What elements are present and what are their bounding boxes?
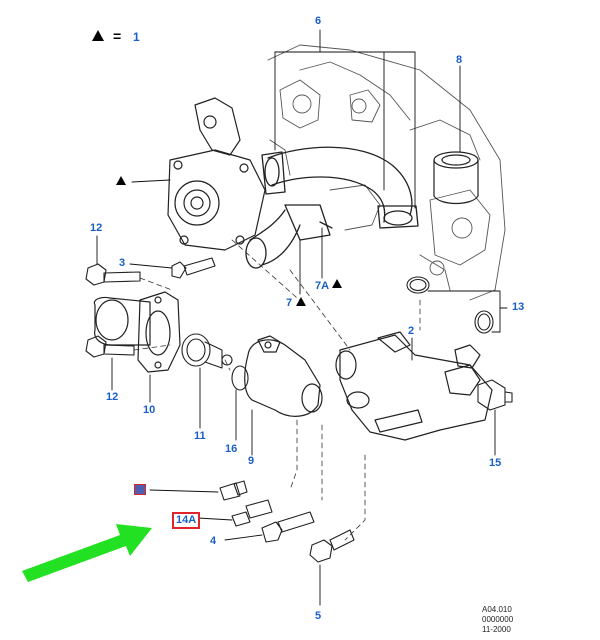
reference-line-2: 0000000 — [482, 615, 514, 624]
part-7-elbow-hose — [245, 204, 333, 269]
callout-5: 5 — [315, 610, 322, 622]
callout-10: 10 — [143, 404, 156, 416]
callout-7a: 7A — [315, 280, 330, 292]
callout-16: 16 — [225, 443, 238, 455]
highlight-box-filled — [134, 484, 146, 495]
callout-8: 8 — [456, 54, 463, 66]
callout-6: 6 — [315, 15, 322, 27]
part-16-gasket — [231, 365, 249, 391]
part-8-sleeve — [433, 151, 479, 205]
callout-3: 3 — [119, 257, 126, 269]
leader-lines — [96, 29, 508, 606]
callout-14a-highlight: 14A — [172, 512, 201, 529]
legend-triangle-icon — [92, 30, 104, 41]
drawing-reference: A04.010 0000000 11-2000 — [482, 605, 513, 635]
marker-triangle-icon — [116, 176, 126, 185]
callout-7: 7 — [286, 297, 293, 309]
part-3-bolt — [171, 257, 216, 279]
callout-13: 13 — [512, 301, 525, 313]
callout-9: 9 — [248, 455, 255, 467]
marker-triangle-icon — [332, 279, 342, 288]
water-pump-assembly — [167, 97, 266, 251]
reference-line-1: A04.010 — [482, 605, 512, 614]
legend-equals: = — [113, 28, 122, 44]
part-14-stud — [219, 480, 248, 501]
assembly-dashed-lines — [133, 239, 421, 541]
marker-triangle-icon — [296, 297, 306, 306]
part-13-o-rings — [406, 276, 494, 334]
callout-12-upper: 12 — [90, 222, 103, 234]
part-6-coolant-hose — [261, 146, 419, 229]
callout-4: 4 — [210, 535, 217, 547]
part-9-cover — [244, 335, 323, 417]
part-11-thermostat — [181, 333, 233, 369]
callout-11: 11 — [194, 430, 206, 442]
legend-value: 1 — [133, 30, 140, 44]
part-2-coolant-outlet — [335, 331, 493, 441]
part-14a-stud — [231, 499, 273, 527]
engine-block-outline — [267, 44, 506, 301]
part-10-housing — [93, 291, 181, 373]
reference-line-3: 11-2000 — [482, 625, 511, 634]
part-4-bolt — [261, 511, 315, 543]
callout-15: 15 — [489, 457, 502, 469]
callout-2: 2 — [408, 325, 415, 337]
callout-12-lower: 12 — [106, 391, 119, 403]
part-5-bolt — [309, 529, 355, 563]
green-pointer-arrow — [22, 524, 152, 582]
part-12-bolts — [85, 263, 141, 358]
part-15-sensor — [477, 379, 513, 411]
